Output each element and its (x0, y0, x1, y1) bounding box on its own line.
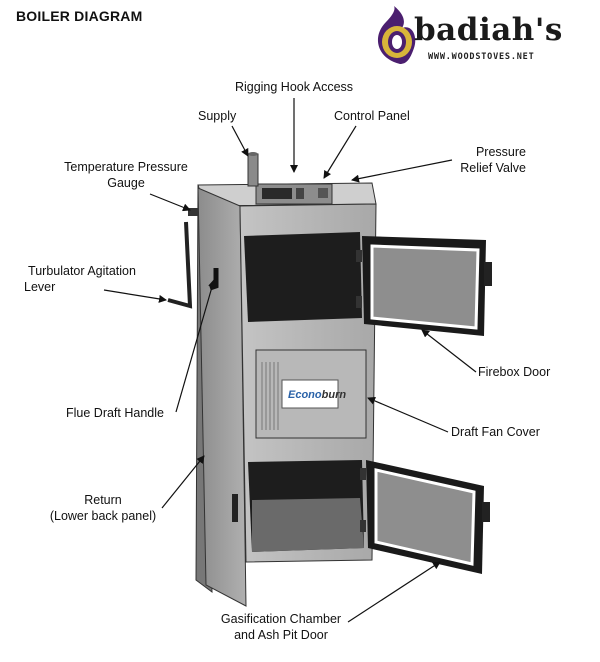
label-temp-gauge-1: Temperature Pressure (64, 160, 188, 174)
brand-part1: Econo (288, 389, 322, 401)
label-gasification-1: Gasification Chamber (220, 612, 342, 626)
label-rigging-hook: Rigging Hook Access (234, 80, 354, 94)
logo-wordmark: badiah's (414, 12, 563, 48)
firebox-door (362, 236, 492, 336)
turbulator-arrow (103, 289, 167, 303)
label-draft-fan: Draft Fan Cover (451, 425, 540, 439)
label-turbulator-2: Lever (24, 280, 56, 294)
control-panel-arrow (323, 125, 357, 179)
flue-draft-arrow (175, 279, 216, 413)
pressure-relief-arrow (351, 159, 453, 183)
label-gasification-2: and Ash Pit Door (234, 628, 328, 642)
label-control-panel: Control Panel (334, 109, 410, 123)
label-return-2: (Lower back panel) (49, 509, 157, 523)
ash-pit-door (366, 460, 490, 574)
page-title: BOILER DIAGRAM (16, 8, 143, 24)
logo-url: WWW.WOODSTOVES.NET (428, 52, 535, 62)
label-turbulator-1: Turbulator Agitation (28, 264, 136, 278)
obadiahs-logo: badiah's WWW.WOODSTOVES.NET (370, 6, 570, 68)
temp-gauge-arrow (149, 193, 191, 212)
boiler-body: Econoburn (167, 152, 377, 607)
firebox-door-arrow (421, 329, 477, 373)
logo-flame-icon (377, 6, 416, 64)
econoburn-plate: Econoburn (288, 389, 346, 401)
draft-fan-arrow (367, 397, 449, 433)
label-firebox-door: Firebox Door (478, 365, 551, 379)
label-pressure-relief-1: Pressure (475, 145, 526, 159)
label-supply: Supply (198, 109, 237, 123)
brand-part2: burn (322, 389, 347, 401)
label-flue-draft: Flue Draft Handle (66, 406, 164, 420)
label-return-1: Return (84, 493, 122, 507)
gasification-arrow (347, 561, 441, 623)
label-temp-gauge-2: Gauge (107, 176, 145, 190)
return-arrow (161, 455, 205, 509)
label-pressure-relief-2: Relief Valve (460, 161, 526, 175)
supply-arrow (231, 125, 249, 157)
